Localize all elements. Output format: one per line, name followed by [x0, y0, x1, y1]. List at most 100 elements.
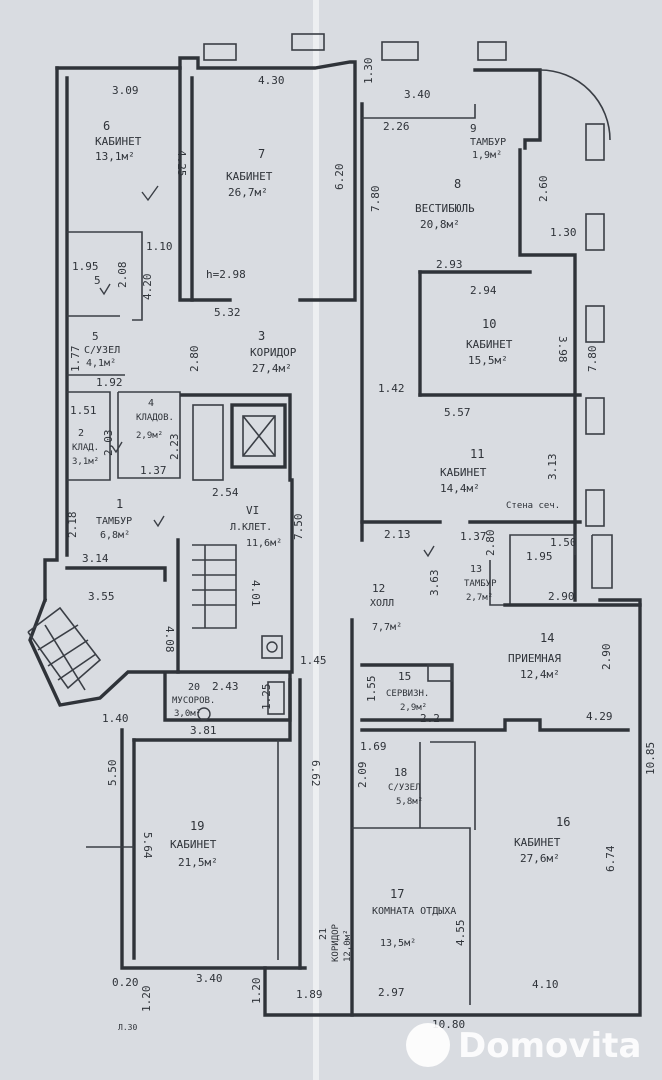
dim-label: 1.95 [526, 550, 553, 563]
room-9-name: ТАМБУР [470, 137, 506, 148]
room-3-number: 3 [258, 329, 265, 343]
room-16-number: 16 [556, 815, 570, 829]
room-3-name: КОРИДОР [250, 346, 297, 359]
room-6-label: 6 КАБИНЕТ 13,1м² [95, 119, 142, 163]
dim-label: 1.50 [550, 536, 577, 549]
room-11-label: 11 КАБИНЕТ 14,4м² [440, 447, 487, 495]
dim-label: 1.10 [146, 240, 173, 253]
room-1-label: 1 ТАМБУР 6,8м² [96, 497, 132, 541]
room-13-number: 13 [470, 564, 482, 575]
room-14-label: 14 ПРИЕМНАЯ 12,4м² [508, 631, 561, 681]
room-5a-number: 5 [94, 274, 101, 287]
dim-label: 1.55 [365, 676, 378, 703]
room-10-label: 10 КАБИНЕТ 15,5м² [466, 317, 513, 367]
wall-note: Стена сеч. [506, 501, 560, 511]
dim-label: 2.54 [212, 486, 239, 499]
room-7-area: 26,7м² [228, 186, 268, 199]
room-8-area: 20,8м² [420, 218, 460, 231]
dimension-labels: 3.09 4.30 1.30 3.40 2.26 4.25 6.20 7.80 … [66, 58, 657, 1032]
room-5a-label: 5 [94, 274, 101, 287]
dim-label: 3.98 [556, 336, 569, 363]
domovita-watermark: Domovita [406, 1023, 641, 1067]
room-15-name: СЕРВИЗН. [386, 689, 429, 699]
dim-label: 0.20 [112, 976, 139, 989]
room-20-name: МУСОРОВ. [172, 696, 215, 706]
dim-label: 2.80 [484, 530, 497, 557]
room-6-area: 13,1м² [95, 150, 135, 163]
room-10-name: КАБИНЕТ [466, 338, 513, 351]
room-vi-area: 11,6м² [246, 538, 282, 549]
dim-label: 2.09 [356, 762, 369, 789]
room-3-label: 3 КОРИДОР 27,4м² [250, 329, 297, 375]
dim-label: 3.81 [190, 724, 217, 737]
dim-label: 1.42 [378, 382, 405, 395]
dim-label: 3.09 [112, 84, 139, 97]
dim-label: 2.18 [66, 512, 79, 539]
dim-label: 1.20 [250, 978, 263, 1005]
room-15-number: 15 [398, 670, 411, 683]
room-12-number: 12 [372, 582, 385, 595]
room-15-label: 15 СЕРВИЗН. 2,9м² [386, 670, 429, 713]
dim-label: 2.08 [116, 262, 129, 289]
room-18-label: 18 С/УЗЕЛ 5,8м² [388, 766, 423, 807]
dim-label: 1.51 [70, 404, 97, 417]
room-5-label: 5 С/УЗЕЛ 4,1м² [84, 330, 120, 369]
dim-label: 2.03 [102, 430, 115, 457]
dim-label: 1.95 [72, 260, 99, 273]
dim-label: 3.40 [404, 88, 431, 101]
dim-label: 2.23 [168, 434, 181, 461]
room-21-area: 12,0м² [343, 929, 353, 962]
domovita-logo-icon [406, 1023, 450, 1067]
room-7-label: 7 КАБИНЕТ 26,7м² [226, 147, 273, 199]
dim-label: 4.10 [532, 978, 559, 991]
dim-label: 4.55 [454, 920, 467, 947]
room-5-name: С/УЗЕЛ [84, 345, 120, 356]
dim-label: 6.74 [604, 845, 617, 872]
dim-label: 3.40 [196, 972, 223, 985]
room-17-area: 13,5м² [380, 938, 416, 949]
watermark-brand: Domovita [458, 1026, 641, 1066]
dim-label: 2.60 [537, 176, 550, 203]
room-18-name: С/УЗЕЛ [388, 783, 421, 793]
dim-label: 1.20 [140, 986, 153, 1013]
dim-label: 3.63 [428, 570, 441, 597]
dim-label: 1.77 [69, 346, 82, 373]
dim-label: 4.25 [175, 150, 188, 177]
room-12-name: ХОЛЛ [370, 598, 394, 609]
dim-label: 5.64 [141, 832, 154, 859]
dim-label: 6.62 [309, 760, 322, 787]
dim-label: 4.29 [586, 710, 613, 723]
dim-label: 3.13 [546, 454, 559, 481]
dim-label: 1.69 [360, 740, 387, 753]
dim-label: 3.55 [88, 590, 115, 603]
dim-label: 1.89 [296, 988, 323, 1001]
room-19-area: 21,5м² [178, 856, 218, 869]
room-17-name: КОМНАТА ОТДЫХА [372, 906, 456, 917]
dim-label: 6.20 [333, 164, 346, 191]
dim-label: 2.26 [383, 120, 410, 133]
room-8-name: ВЕСТИБЮЛЬ [415, 202, 475, 215]
room-5-area: 4,1м² [86, 358, 116, 369]
room-2-label: 2 КЛАД. 3,1м² [72, 428, 99, 467]
room-12-label: 12 ХОЛЛ 7,7м² [370, 582, 402, 633]
room-4-area: 2,9м² [136, 431, 163, 441]
dim-label: 2.43 [212, 680, 239, 693]
room-18-number: 18 [394, 766, 407, 779]
dim-label: 2.80 [188, 346, 201, 373]
dim-label: 1.92 [96, 376, 123, 389]
room-vi-number: VI [246, 504, 259, 517]
room-labels: 6 КАБИНЕТ 13,1м² 7 КАБИНЕТ 26,7м² 8 ВЕСТ… [72, 119, 570, 962]
dim-label: 2.97 [378, 986, 405, 999]
dim-label: 4.30 [258, 74, 285, 87]
room-19-label: 19 КАБИНЕТ 21,5м² [170, 819, 218, 869]
dim-label: 2.90 [600, 644, 613, 671]
room-1-area: 6,8м² [100, 530, 130, 541]
room-16-area: 27,6м² [520, 852, 560, 865]
room-14-name: ПРИЕМНАЯ [508, 652, 561, 665]
room-18-area: 5,8м² [396, 797, 423, 807]
room-20-label: 20 МУСОРОВ. 3,0м² [172, 682, 215, 719]
room-21-name: КОРИДОР [331, 923, 341, 962]
dim-label: 3.14 [82, 552, 109, 565]
dim-label: 10.85 [644, 742, 657, 775]
